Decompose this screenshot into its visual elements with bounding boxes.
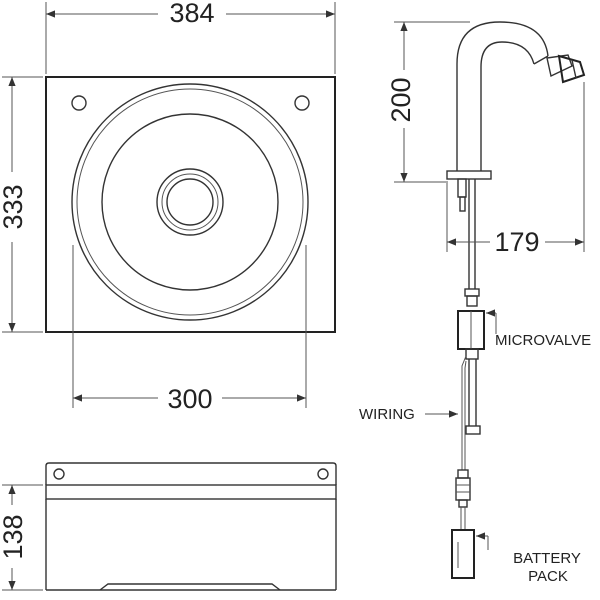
label-battery-line2: PACK <box>528 568 568 585</box>
label-battery-line1: BATTERY <box>513 550 581 567</box>
callout-microvalve: MICROVALVE <box>486 309 591 349</box>
dimension-label-384: 384 <box>169 0 214 28</box>
basin-front-view <box>45 462 337 591</box>
dimension-depth-front: 138 <box>0 484 43 591</box>
dimension-label-333: 333 <box>0 184 28 229</box>
dimension-bowl-width: 300 <box>72 245 307 414</box>
dimension-width-top: 384 <box>45 0 336 74</box>
dimension-tap-reach: 179 <box>446 82 585 257</box>
battery-pack <box>451 529 475 579</box>
callout-wiring: WIRING <box>359 406 458 423</box>
basin-top-view <box>45 76 336 333</box>
dimension-label-179: 179 <box>494 227 539 257</box>
tap-side-view <box>446 21 586 579</box>
dimension-label-300: 300 <box>167 384 212 414</box>
dimension-label-138: 138 <box>0 514 28 559</box>
dimension-height-left: 333 <box>0 76 43 333</box>
dimension-tap-height: 200 <box>386 21 470 183</box>
callout-battery-pack: BATTERY PACK <box>476 532 581 585</box>
label-wiring: WIRING <box>359 406 415 423</box>
label-microvalve: MICROVALVE <box>495 332 591 349</box>
dimension-label-200: 200 <box>386 77 416 122</box>
